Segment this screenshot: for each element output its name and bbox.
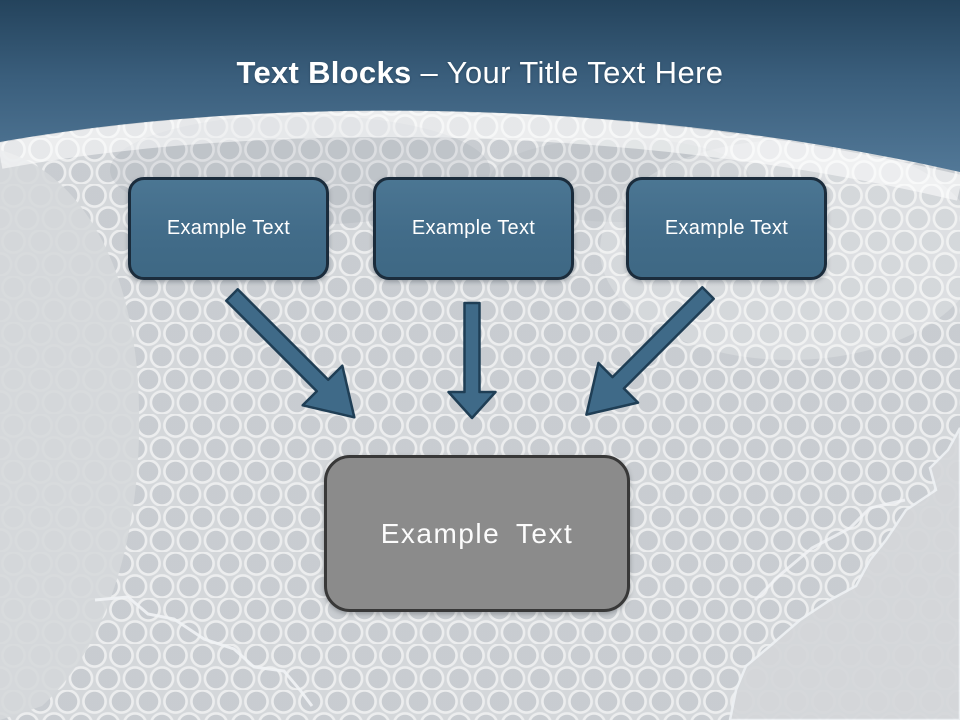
- text-block-3[interactable]: Example Text: [626, 177, 827, 280]
- text-block-1-label: Example Text: [166, 217, 291, 239]
- result-block[interactable]: Example Text: [324, 455, 630, 612]
- text-block-1[interactable]: Example Text: [128, 177, 329, 280]
- title-text-regular: – Your Title Text Here: [420, 55, 724, 90]
- slide-title: Text Blocks– Your Title Text Here: [0, 54, 960, 91]
- text-block-3-label: Example Text: [664, 217, 789, 239]
- title-text-bold: Text Blocks: [236, 55, 412, 90]
- text-block-2-label: Example Text: [411, 217, 536, 239]
- result-block-label: Example Text: [380, 517, 574, 549]
- text-block-2[interactable]: Example Text: [373, 177, 574, 280]
